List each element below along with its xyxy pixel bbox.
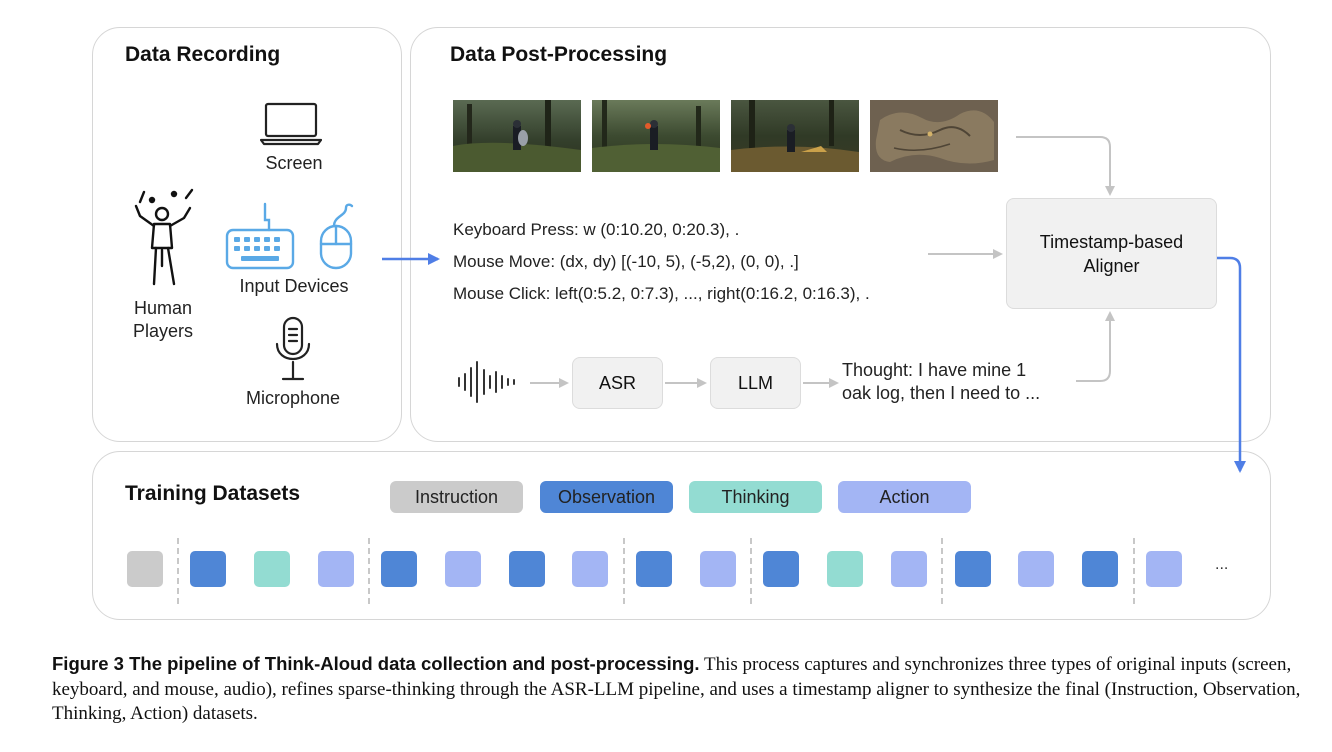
keyboard-icon <box>225 202 295 270</box>
legend-observation: Observation <box>540 481 673 513</box>
sequence-item-action <box>1018 551 1054 587</box>
caption-lead: Figure 3 The pipeline of Think-Aloud dat… <box>52 653 700 674</box>
frames-to-aligner-arrow <box>1016 136 1115 196</box>
sequence-item-observation <box>509 551 545 587</box>
thought-line-2: oak log, then I need to ... <box>842 383 1041 403</box>
audio-waveform-icon <box>458 361 515 403</box>
laptop-icon <box>260 102 322 146</box>
sequence-separator <box>177 538 179 604</box>
thought-to-aligner-arrow <box>1076 311 1115 382</box>
human-players-label-line1: Human <box>133 298 193 318</box>
screen-label: Screen <box>265 153 323 173</box>
asr-box: ASR <box>572 357 663 409</box>
juggling-person-icon <box>134 188 194 286</box>
sequence-separator <box>623 538 625 604</box>
sequence-item-action <box>891 551 927 587</box>
training-datasets-panel <box>92 451 1271 620</box>
caption-body: This process captures and synchronizes t… <box>52 654 1301 724</box>
keyboard-press-line: Keyboard Press: w (0:10.20, 0:20.3), . <box>453 220 740 239</box>
aligner-label-line2: Aligner <box>1083 255 1140 276</box>
figure-caption: Figure 3 The pipeline of Think-Aloud dat… <box>52 652 1312 727</box>
sequence-item-action <box>445 551 481 587</box>
sequence-item-action <box>1146 551 1182 587</box>
legend-thinking: Thinking <box>689 481 822 513</box>
sequence-item-observation <box>190 551 226 587</box>
mouse-move-line: Mouse Move: (dx, dy) [(-10, 5), (-5,2), … <box>453 252 799 271</box>
sequence-item-observation <box>636 551 672 587</box>
game-frame-3 <box>731 100 859 172</box>
sequence-separator <box>750 538 752 604</box>
sequence-separator <box>368 538 370 604</box>
sequence-item-observation <box>381 551 417 587</box>
sequence-item-thinking <box>827 551 863 587</box>
sequence-item-observation <box>763 551 799 587</box>
sequence-item-action <box>572 551 608 587</box>
microphone-icon <box>275 316 311 381</box>
sequence-separator <box>941 538 943 604</box>
sequence-item-action <box>318 551 354 587</box>
game-frame-1 <box>453 100 581 172</box>
llm-box: LLM <box>710 357 801 409</box>
legend-action: Action <box>838 481 971 513</box>
legend-instruction: Instruction <box>390 481 523 513</box>
input-devices-label: Input Devices <box>239 276 349 296</box>
game-frame-2 <box>592 100 720 172</box>
aligner-to-datasets-arrow <box>1217 256 1246 473</box>
thought-line-1: Thought: I have mine 1 <box>842 360 1027 380</box>
sequence-separator <box>1133 538 1135 604</box>
mouse-click-line: Mouse Click: left(0:5.2, 0:7.3), ..., ri… <box>453 284 870 303</box>
microphone-label: Microphone <box>245 388 341 408</box>
game-map-frame <box>870 100 998 172</box>
sequence-item-action <box>700 551 736 587</box>
sequence-item-observation <box>1082 551 1118 587</box>
aligner-label-line1: Timestamp-based <box>1039 231 1184 252</box>
human-players-label-line2: Players <box>132 321 194 341</box>
sequence-item-instruction <box>127 551 163 587</box>
sequence-ellipsis: ... <box>1215 556 1229 573</box>
timestamp-aligner-box: Timestamp-based Aligner <box>1006 198 1217 309</box>
data-recording-title: Data Recording <box>125 43 281 66</box>
sequence-item-observation <box>955 551 991 587</box>
training-datasets-title: Training Datasets <box>125 482 301 505</box>
sequence-item-thinking <box>254 551 290 587</box>
data-post-processing-title: Data Post-Processing <box>450 43 668 66</box>
mouse-icon <box>319 203 354 270</box>
